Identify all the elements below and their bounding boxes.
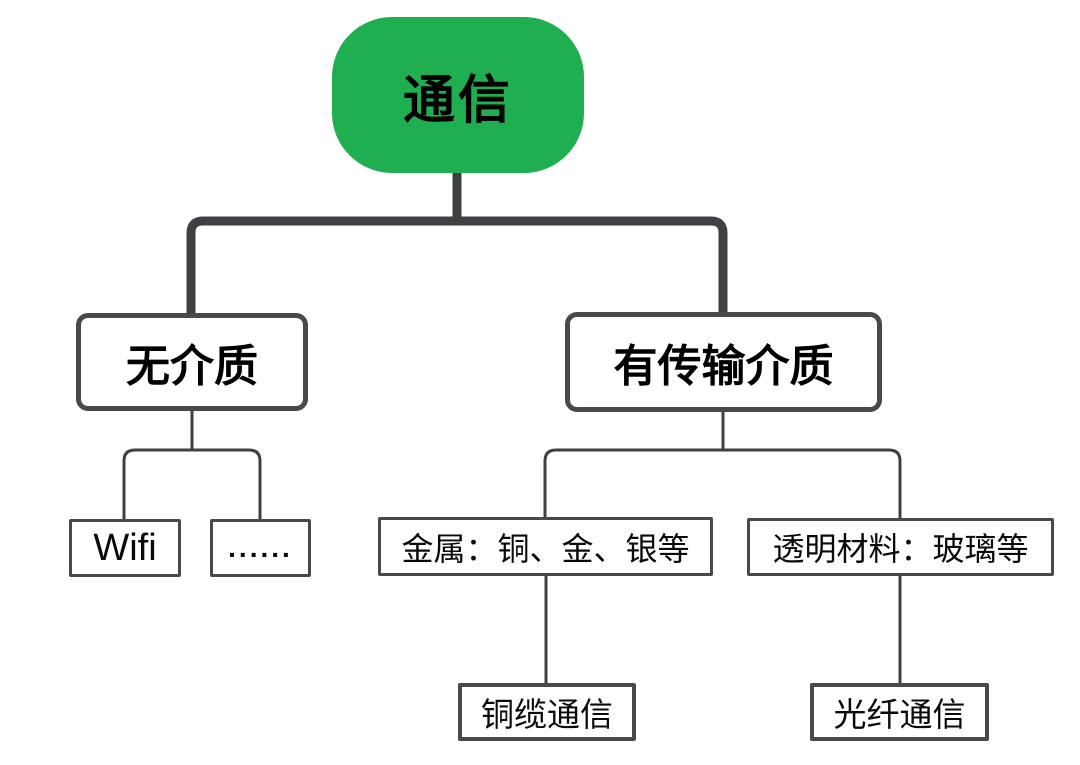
node-no-medium[interactable]: 无介质 <box>76 313 308 411</box>
node-metal-copper-gold-silver[interactable]: 金属：铜、金、银等 <box>378 517 713 576</box>
node-communication-root[interactable]: 通信 <box>332 17 584 173</box>
connector-root-to-level2 <box>186 171 728 314</box>
node-wifi[interactable]: Wifi <box>69 519 181 577</box>
node-ellipsis-others[interactable]: ...... <box>210 519 311 577</box>
connector-has-medium-to-children <box>543 411 902 518</box>
node-has-transmission-medium[interactable]: 有传输介质 <box>565 312 882 412</box>
connector-no-medium-to-children <box>122 410 262 520</box>
node-copper-cable-communication[interactable]: 铜缆通信 <box>458 683 636 741</box>
node-fiber-optic-communication[interactable]: 光纤通信 <box>810 683 989 741</box>
node-transparent-material-glass[interactable]: 透明材料：玻璃等 <box>747 518 1054 576</box>
